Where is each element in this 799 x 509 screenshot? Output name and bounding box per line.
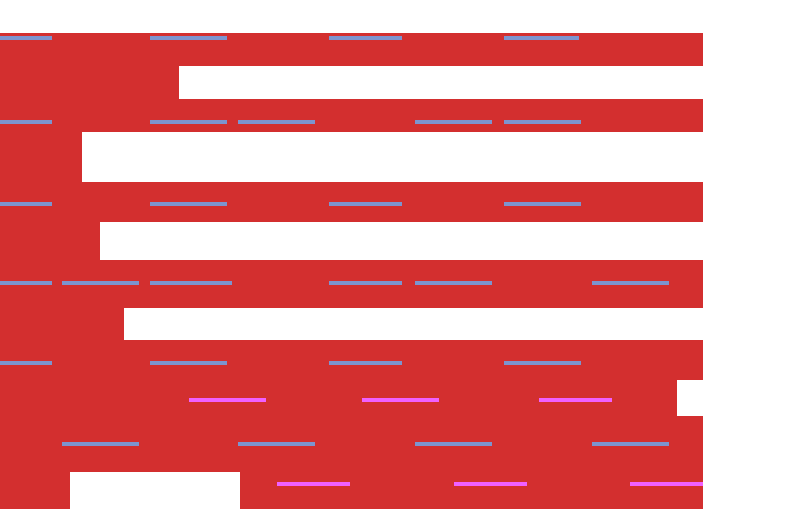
- block-row-12: [0, 472, 70, 509]
- mark-line-4d: [329, 281, 402, 285]
- block-row-13: [240, 472, 703, 509]
- mark-line-4e: [415, 281, 492, 285]
- block-row-3: [0, 99, 703, 132]
- mark-line-2d: [415, 120, 492, 124]
- mark-line-6c: [539, 398, 612, 402]
- mark-line-4b: [62, 281, 139, 285]
- mark-line-3d: [504, 202, 581, 206]
- mark-line-3b: [150, 202, 227, 206]
- block-row-2: [0, 66, 179, 99]
- mark-line-8b: [454, 482, 527, 486]
- mark-line-1b: [150, 36, 227, 40]
- mark-line-3a: [0, 202, 52, 206]
- mark-line-8a: [277, 482, 350, 486]
- mark-line-6b: [362, 398, 439, 402]
- mark-line-7a: [62, 442, 139, 446]
- mark-line-7b: [238, 442, 315, 446]
- block-row-9: [0, 340, 703, 380]
- mark-line-5d: [504, 361, 581, 365]
- mark-line-2e: [504, 120, 581, 124]
- mark-line-2c: [238, 120, 315, 124]
- mark-line-4a: [0, 281, 52, 285]
- mark-line-4f: [592, 281, 669, 285]
- mark-line-6a: [189, 398, 266, 402]
- mark-line-5a: [0, 361, 52, 365]
- mark-line-1d: [504, 36, 579, 40]
- block-row-6: [0, 222, 100, 260]
- mark-line-5c: [329, 361, 402, 365]
- mark-line-1c: [329, 36, 402, 40]
- mark-line-7d: [592, 442, 669, 446]
- mark-line-1a: [0, 36, 52, 40]
- mark-line-5b: [150, 361, 227, 365]
- block-row-4: [0, 132, 82, 182]
- mark-line-4c: [150, 281, 232, 285]
- mark-line-3c: [329, 202, 402, 206]
- block-row-8: [0, 308, 124, 340]
- mark-line-7c: [415, 442, 492, 446]
- mark-line-8c: [630, 482, 703, 486]
- mark-line-2b: [150, 120, 227, 124]
- mark-line-2a: [0, 120, 52, 124]
